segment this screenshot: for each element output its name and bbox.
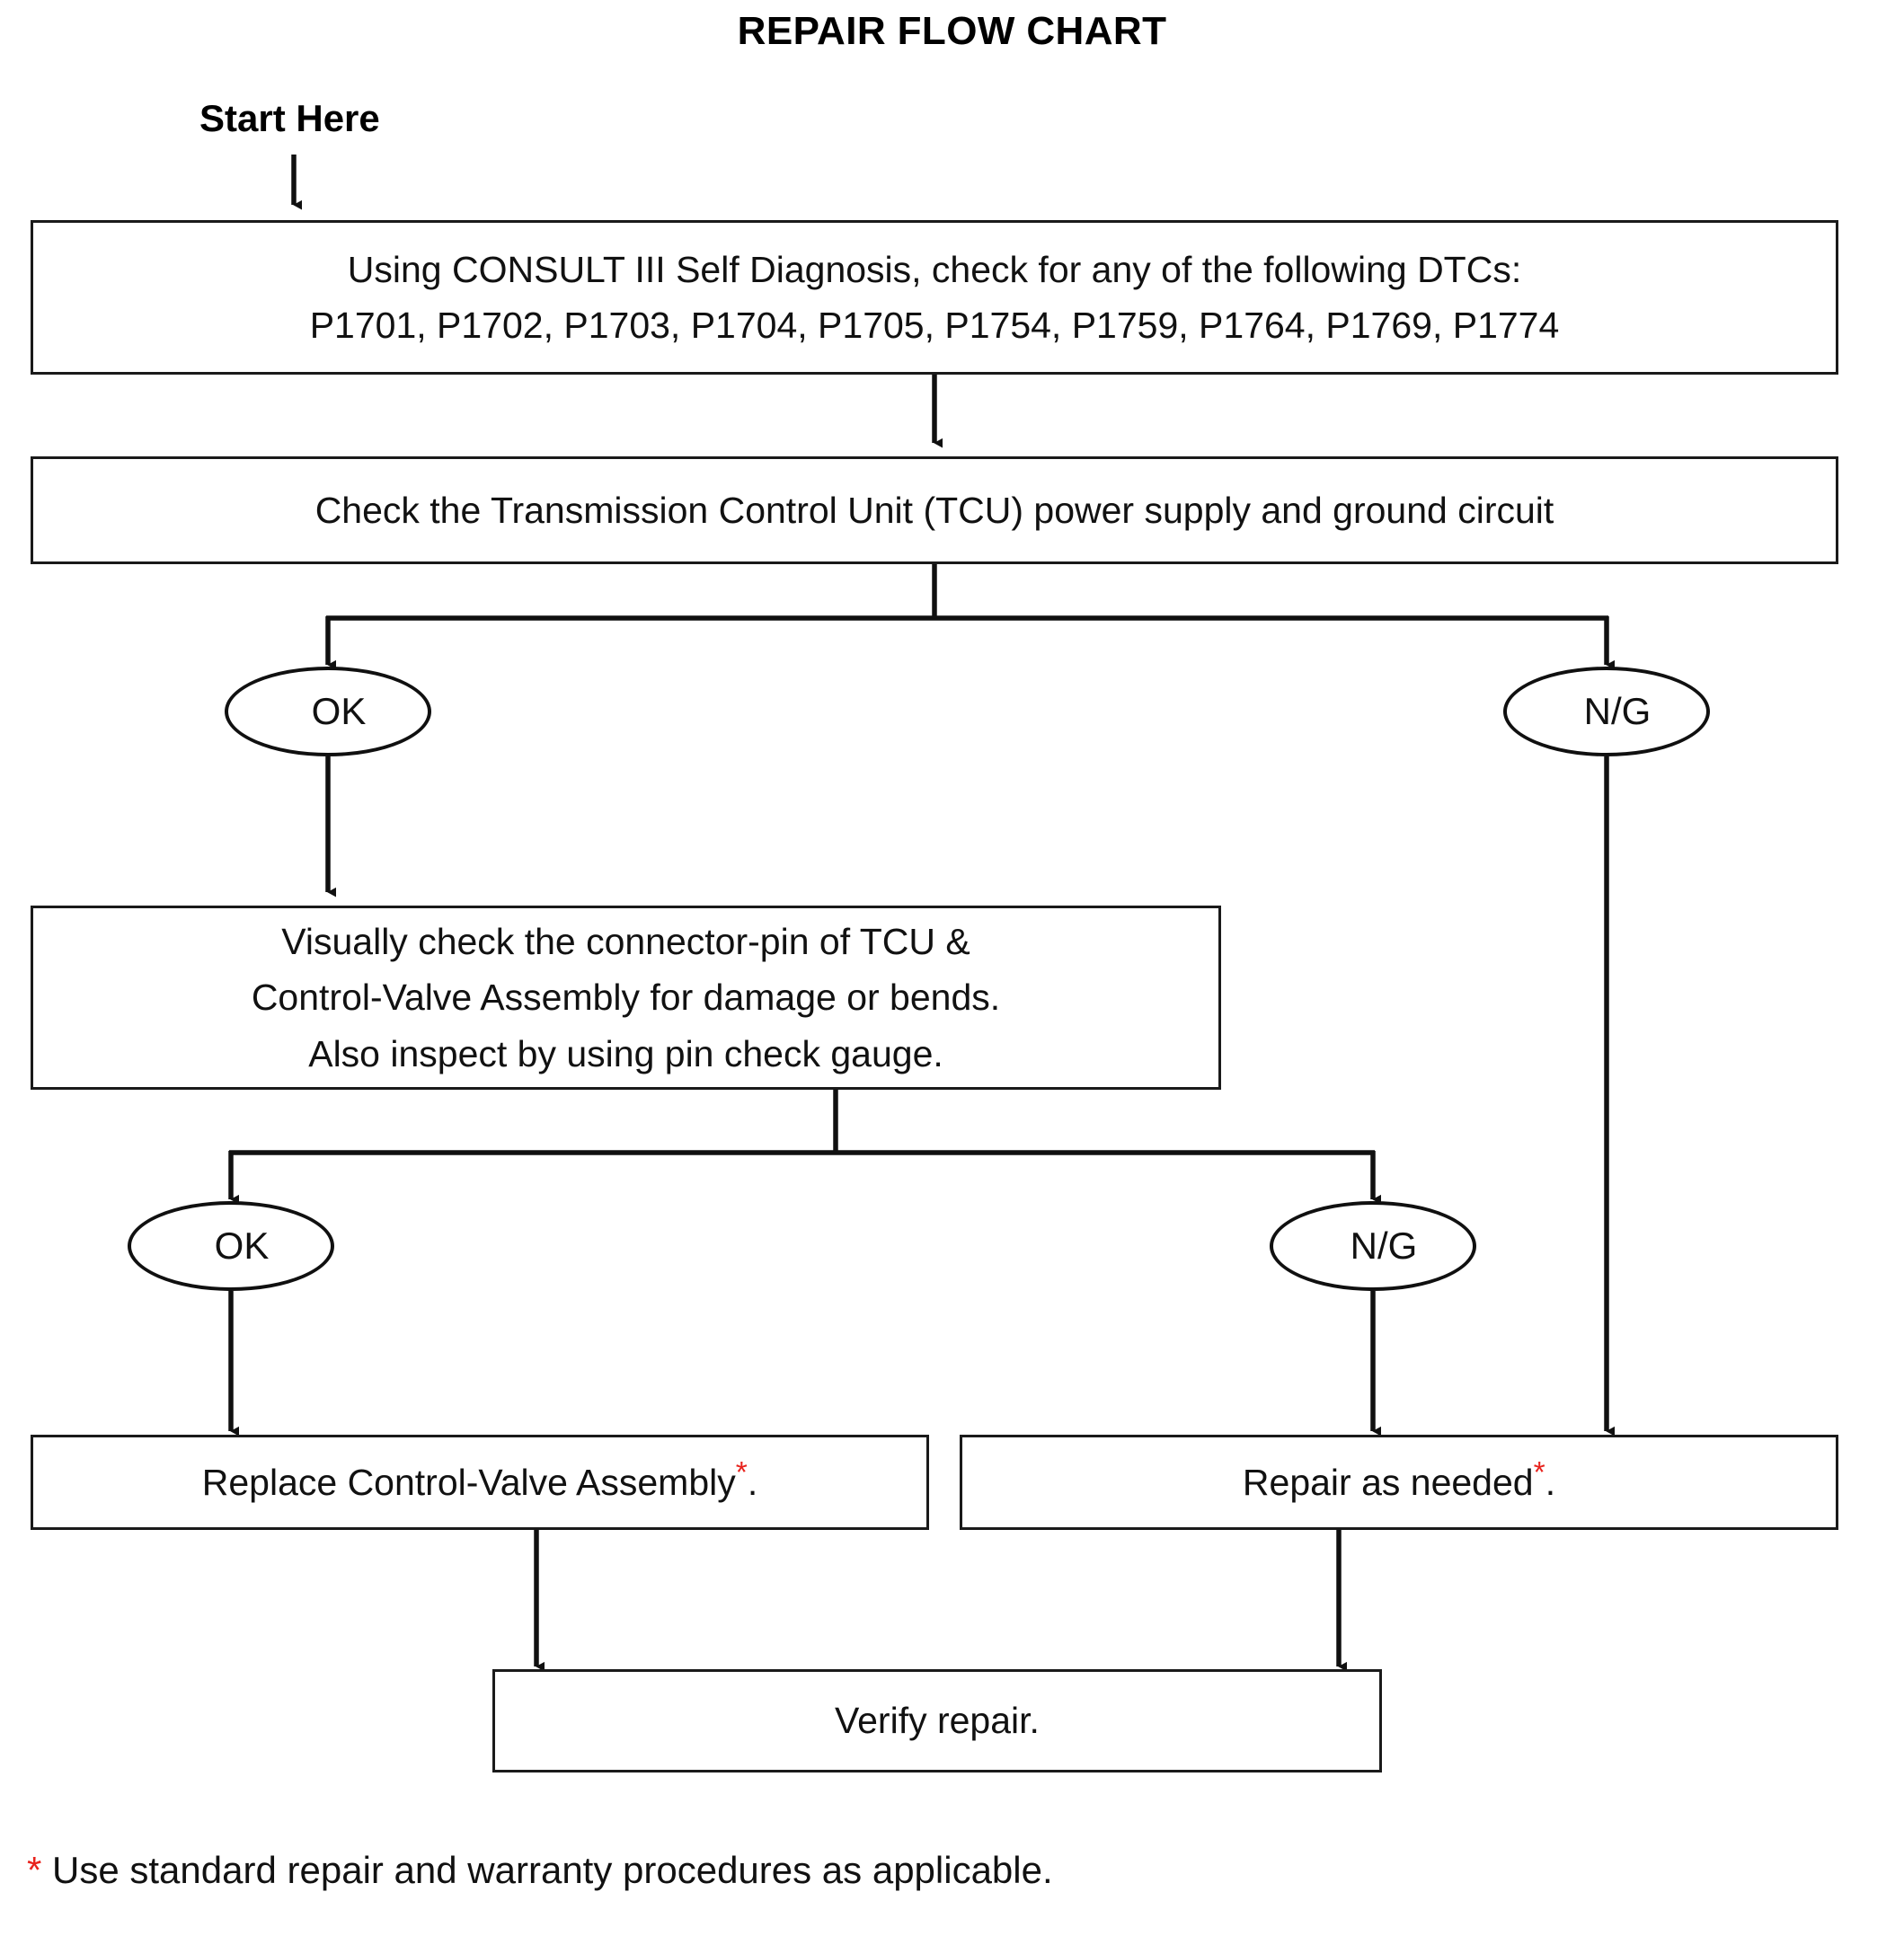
node-visual-check-line1: Visually check the connector-pin of TCU …	[281, 921, 970, 963]
node-visual-check-line3: Also inspect by using pin check gauge.	[308, 1032, 943, 1074]
node-visual-check: Visually check the connector-pin of TCU …	[31, 906, 1221, 1090]
node-replace-valve-suffix: .	[747, 1461, 758, 1503]
decision-visual-ok: OK	[128, 1201, 334, 1291]
decision-visual-ok-label: OK	[214, 1224, 270, 1267]
footnote: * Use standard repair and warranty proce…	[27, 1849, 1053, 1892]
asterisk-marker-replace: *	[735, 1455, 748, 1490]
node-tcu-check: Check the Transmission Control Unit (TCU…	[31, 456, 1838, 564]
node-replace-valve: Replace Control-Valve Assembly*.	[31, 1435, 929, 1530]
decision-power-ok: OK	[225, 667, 431, 756]
decision-visual-ng: N/G	[1270, 1201, 1476, 1291]
start-here-label: Start Here	[199, 97, 380, 139]
node-verify-repair: Verify repair.	[492, 1669, 1382, 1772]
node-dtc-check: Using CONSULT III Self Diagnosis, check …	[31, 220, 1838, 375]
node-repair-needed-text: Repair as needed*.	[1243, 1454, 1555, 1510]
decision-power-ng: N/G	[1503, 667, 1710, 756]
node-dtc-check-line1: Using CONSULT III Self Diagnosis, check …	[347, 248, 1522, 290]
page-title: REPAIR FLOW CHART	[737, 9, 1167, 53]
footnote-text: Use standard repair and warranty procedu…	[41, 1849, 1053, 1891]
decision-power-ng-label: N/G	[1583, 690, 1652, 732]
footnote-asterisk: *	[27, 1849, 42, 1891]
node-visual-check-line2: Control-Valve Assembly for damage or ben…	[251, 977, 1001, 1019]
decision-visual-ng-label: N/G	[1350, 1224, 1418, 1267]
node-replace-valve-label: Replace Control-Valve Assembly	[201, 1461, 736, 1503]
node-verify-repair-label: Verify repair.	[835, 1700, 1040, 1742]
asterisk-marker-repair: *	[1533, 1455, 1545, 1490]
decision-power-ok-label: OK	[311, 690, 367, 732]
node-replace-valve-text: Replace Control-Valve Assembly*.	[202, 1454, 758, 1510]
node-repair-needed-label: Repair as needed	[1242, 1461, 1534, 1503]
node-repair-needed-suffix: .	[1545, 1461, 1556, 1503]
node-tcu-check-line1: Check the Transmission Control Unit (TCU…	[314, 489, 1554, 531]
node-repair-needed: Repair as needed*.	[960, 1435, 1838, 1530]
node-dtc-check-line2: P1701, P1702, P1703, P1704, P1705, P1754…	[309, 305, 1560, 346]
